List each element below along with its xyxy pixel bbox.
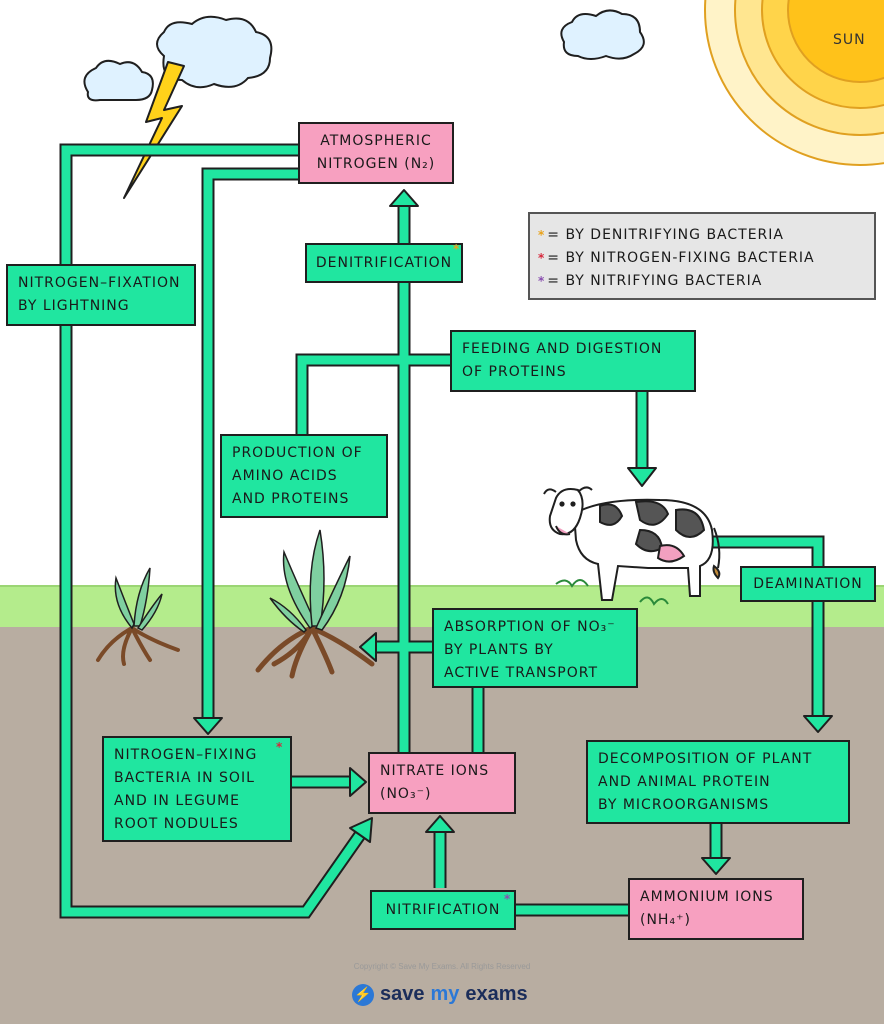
cloud-icon-left bbox=[83, 59, 154, 102]
arrowhead-to-fixing-bacteria bbox=[193, 717, 223, 735]
denitrification-label: DENITRIFICATION bbox=[315, 254, 453, 271]
lightning-logo-icon: ⚡ bbox=[352, 983, 374, 1006]
lightning-box-line-2: BY LIGHTNING bbox=[18, 298, 130, 314]
legend-row-nitrifying: *= BY NITRIFYING BACTERIA bbox=[538, 270, 866, 293]
sun-icon bbox=[704, 0, 884, 166]
nitrogen-fixation-lightning-box: NITROGEN–FIXATION BY LIGHTNING bbox=[6, 264, 196, 326]
cloud-icon-right bbox=[560, 9, 645, 60]
production-amino-box: PRODUCTION OF AMINO ACIDS AND PROTEINS bbox=[220, 434, 388, 518]
decomposition-line-2: AND ANIMAL PROTEIN bbox=[598, 774, 771, 790]
nitrate-ions-box: NITRATE IONS (NO₃⁻) bbox=[368, 752, 516, 814]
arrowhead-to-ammonium bbox=[701, 857, 731, 875]
absorption-line-3: ACTIVE TRANSPORT bbox=[444, 665, 599, 681]
legend-star-nitrifying: * bbox=[538, 274, 546, 288]
fixing-bacteria-line-2: BACTERIA IN SOIL bbox=[114, 770, 255, 786]
fixing-bacteria-line-3: AND IN LEGUME bbox=[114, 793, 240, 809]
fixing-bacteria-line-1: NITROGEN–FIXING bbox=[114, 747, 258, 763]
legend-text-nitrifying: = BY NITRIFYING BACTERIA bbox=[547, 273, 763, 289]
production-line-1: PRODUCTION OF bbox=[232, 445, 363, 461]
decomposition-box: DECOMPOSITION OF PLANT AND ANIMAL PROTEI… bbox=[586, 740, 850, 824]
nitrifying-star: * bbox=[504, 892, 511, 906]
cloud-icon-middle bbox=[156, 15, 273, 89]
nitrate-line-1: NITRATE IONS bbox=[380, 763, 490, 779]
nitrogen-fixing-bacteria-box: NITROGEN–FIXING BACTERIA IN SOIL AND IN … bbox=[102, 736, 292, 842]
lightning-box-line-1: NITROGEN–FIXATION bbox=[18, 275, 181, 291]
fixing-bacteria-line-4: ROOT NODULES bbox=[114, 816, 239, 832]
denitrifying-star: * bbox=[453, 242, 460, 256]
atmospheric-nitrogen-line-1: ATMOSPHERIC bbox=[320, 133, 432, 149]
denitrification-box: DENITRIFICATION bbox=[305, 243, 463, 283]
deamination-label: DEAMINATION bbox=[753, 575, 863, 592]
nitrate-line-2: (NO₃⁻) bbox=[380, 786, 432, 802]
arrowhead-to-atmospheric bbox=[389, 189, 419, 207]
nitrification-label: NITRIFICATION bbox=[385, 901, 501, 918]
feeding-digestion-box: FEEDING AND DIGESTION OF PROTEINS bbox=[450, 330, 696, 392]
brand-part-2: my bbox=[430, 983, 460, 1005]
decomposition-line-1: DECOMPOSITION OF PLANT bbox=[598, 751, 813, 767]
ammonium-ions-box: AMMONIUM IONS (NH₄⁺) bbox=[628, 878, 804, 940]
legend-row-denitrifying: *= BY DENITRIFYING BACTERIA bbox=[538, 224, 866, 247]
legend-text-nitrogen-fixing: = BY NITROGEN-FIXING BACTERIA bbox=[547, 250, 815, 266]
feeding-line-2: OF PROTEINS bbox=[462, 364, 567, 380]
copyright-text: Copyright © Save My Exams. All Rights Re… bbox=[353, 962, 531, 971]
brand-part-3: exams bbox=[465, 983, 528, 1005]
nitrogen-fixing-star: * bbox=[276, 740, 283, 754]
large-plant-icon bbox=[255, 529, 375, 679]
atmospheric-nitrogen-line-2: NITROGEN (N₂) bbox=[316, 156, 436, 172]
arrowhead-to-nitrate-from-lightning bbox=[349, 817, 373, 843]
absorption-box: ABSORPTION OF NO₃⁻ BY PLANTS BY ACTIVE T… bbox=[432, 608, 638, 688]
legend-box: *= BY DENITRIFYING BACTERIA *= BY NITROG… bbox=[528, 212, 876, 300]
feeding-line-1: FEEDING AND DIGESTION bbox=[462, 341, 663, 357]
arrowhead-to-plant bbox=[359, 632, 377, 662]
ammonium-line-1: AMMONIUM IONS bbox=[640, 889, 774, 905]
atmospheric-nitrogen-box: ATMOSPHERIC NITROGEN (N₂) bbox=[298, 122, 454, 184]
arrowheads bbox=[193, 189, 833, 875]
decomposition-line-3: BY MICROORGANISMS bbox=[598, 797, 770, 813]
absorption-line-2: BY PLANTS BY bbox=[444, 642, 554, 658]
legend-row-nitrogen-fixing: *= BY NITROGEN-FIXING BACTERIA bbox=[538, 247, 866, 270]
brand-part-1: save bbox=[380, 983, 425, 1005]
legend-star-nitrogen-fixing: * bbox=[538, 251, 546, 265]
legend-text-denitrifying: = BY DENITRIFYING BACTERIA bbox=[547, 227, 784, 243]
arrowhead-to-nitrate-from-nitrification bbox=[425, 815, 455, 833]
production-line-2: AMINO ACIDS bbox=[232, 468, 338, 484]
deamination-box: DEAMINATION bbox=[740, 566, 876, 602]
cow-icon bbox=[543, 486, 721, 606]
small-plant-icon bbox=[96, 567, 180, 666]
production-line-3: AND PROTEINS bbox=[232, 491, 350, 507]
sun-label: SUN bbox=[833, 32, 866, 48]
legend-star-denitrifying: * bbox=[538, 228, 546, 242]
arrowhead-to-cow bbox=[627, 467, 657, 487]
nitrification-box: NITRIFICATION bbox=[370, 890, 516, 930]
ammonium-line-2: (NH₄⁺) bbox=[640, 912, 691, 928]
absorption-line-1: ABSORPTION OF NO₃⁻ bbox=[444, 619, 616, 635]
arrowhead-to-nitrate-from-bacteria bbox=[349, 767, 367, 797]
arrowhead-to-decomposition bbox=[803, 715, 833, 733]
brand-logo: ⚡ save my exams bbox=[352, 983, 528, 1006]
connector-lines bbox=[59, 143, 825, 919]
